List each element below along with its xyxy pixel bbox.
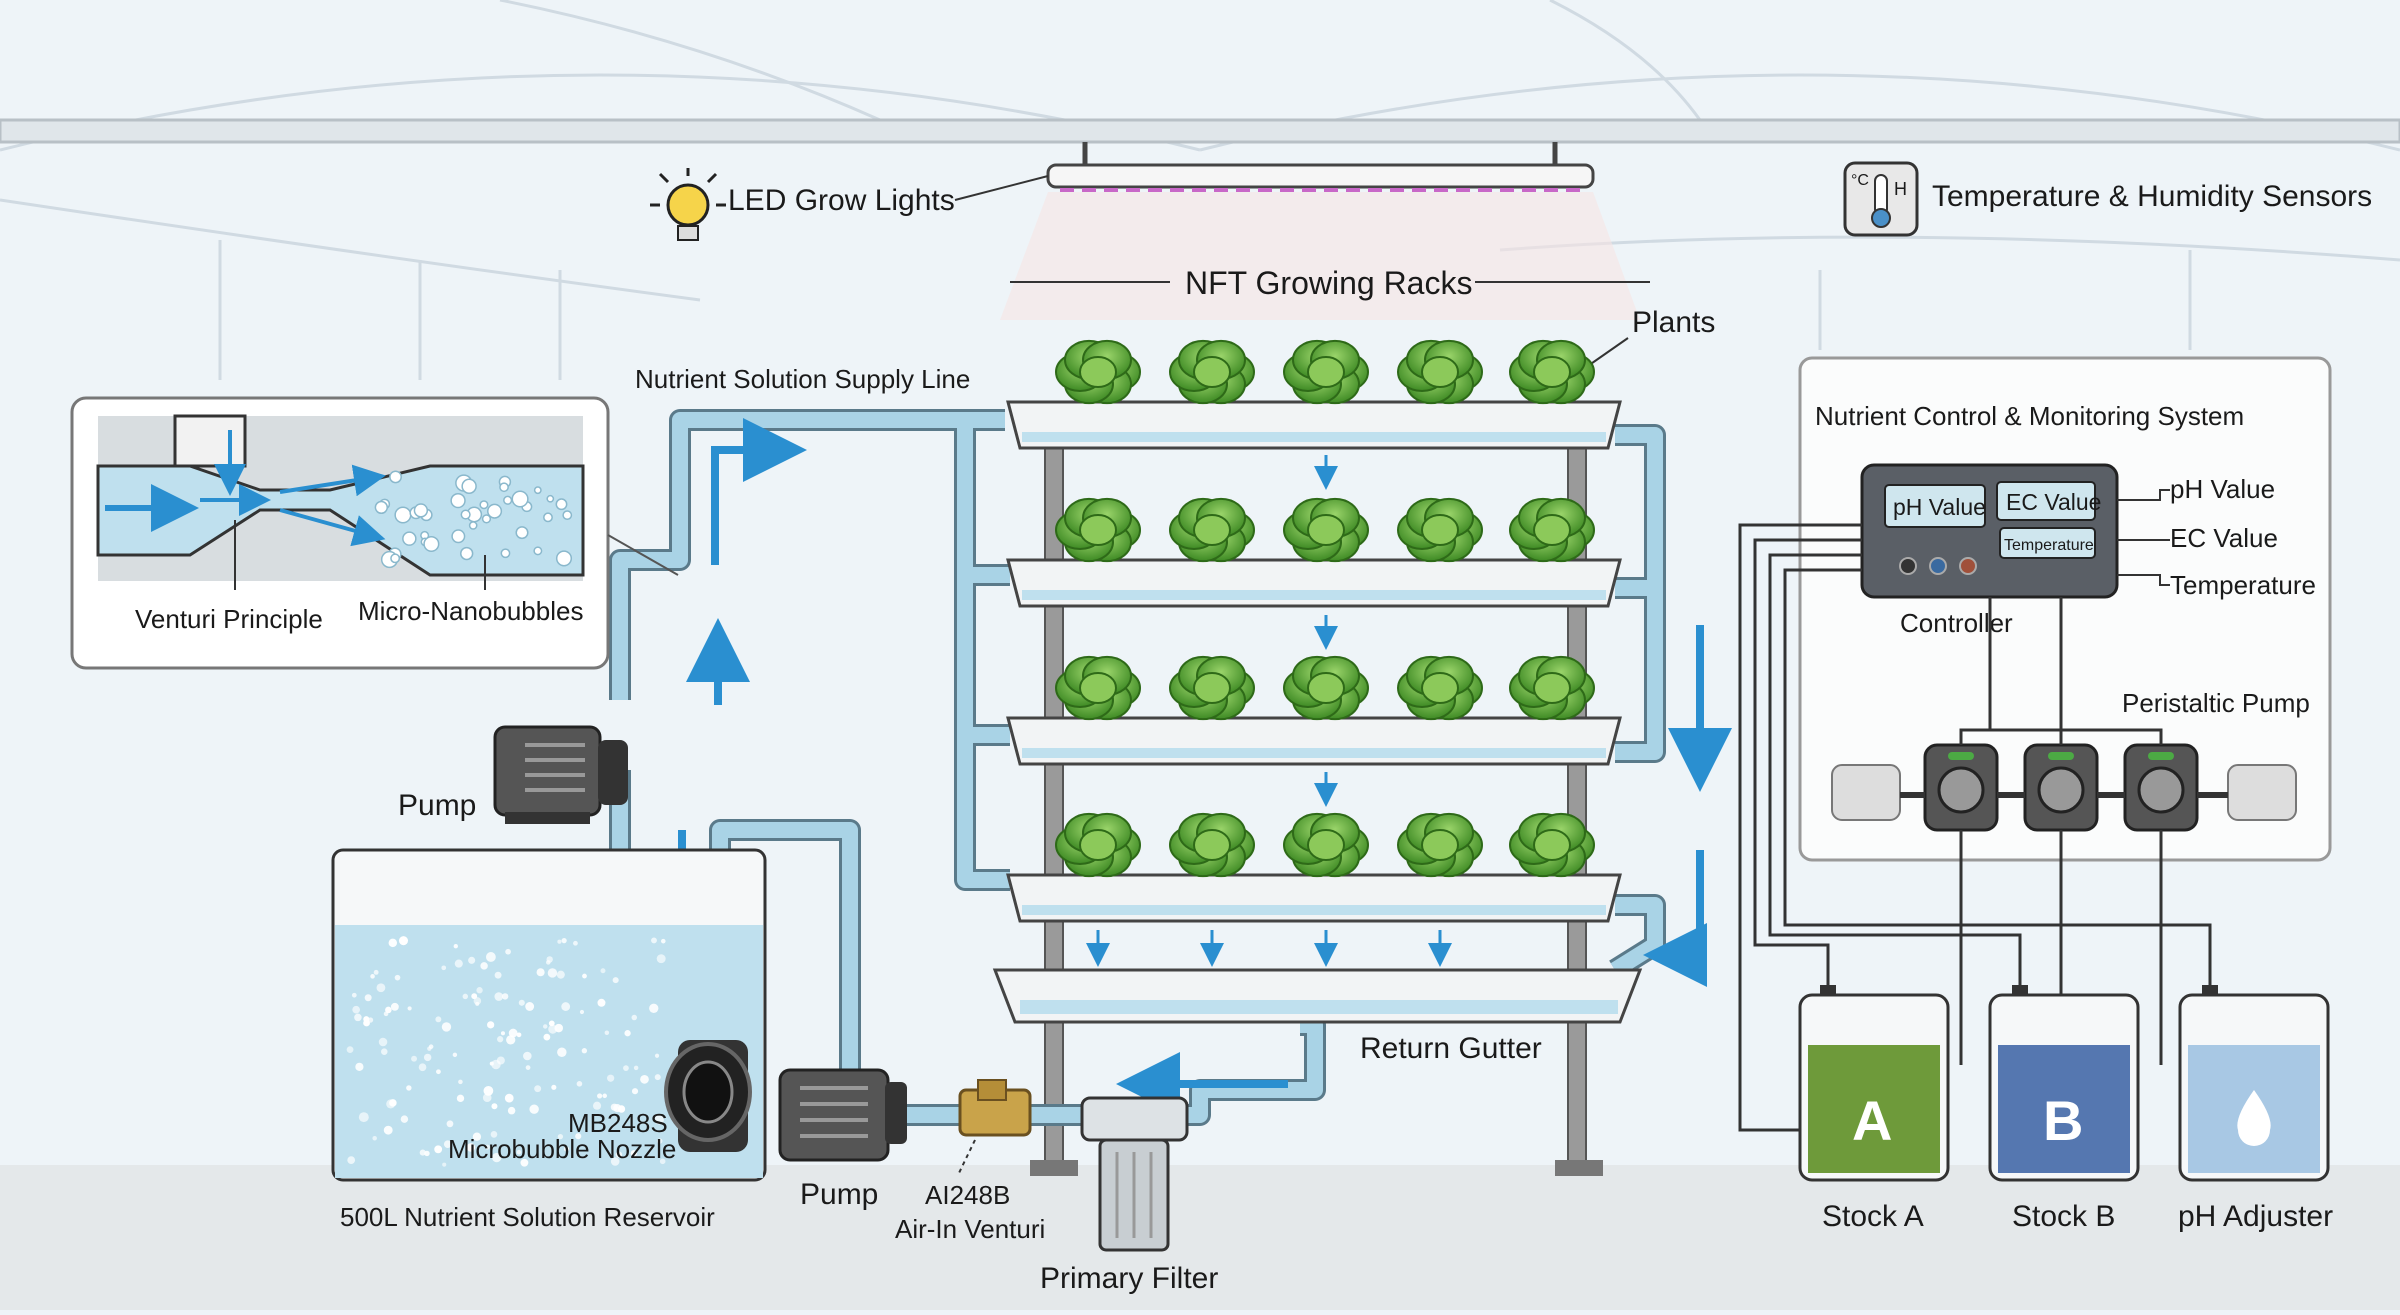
plant [1055,812,1141,878]
ph-adjuster-tank [2178,993,2330,1182]
stock-a-label: Stock A [1822,1200,1924,1233]
plant [1283,655,1369,721]
plant [1509,497,1595,563]
plant [1283,812,1369,878]
plant [1397,812,1483,878]
stock-b-label: Stock B [2012,1200,2115,1233]
peristaltic-pumps [1831,743,2297,832]
ph-display: pH Value [1893,494,1986,520]
ph-adjuster-label: pH Adjuster [2178,1200,2333,1233]
primary-filter [1080,1096,1189,1252]
microbubble-nozzle [664,1040,752,1152]
thermometer-icon: °C H [1843,161,1919,237]
micro-nanobubbles-label: Micro-Nanobubbles [358,596,583,626]
roof-beam [0,118,2400,144]
temperature-label: Temperature [2170,570,2316,600]
plant [1169,339,1255,405]
nozzle-name-label: Microbubble Nozzle [448,1134,676,1164]
stock-tank-b: B [1988,993,2140,1182]
peristaltic-pump-label: Peristaltic Pump [2122,688,2310,718]
led-grow-light-fixture [1000,142,1640,320]
venturi-principle-label: Venturi Principle [135,604,323,634]
plant [1509,655,1595,721]
air-in-venturi [957,1079,1032,1176]
floor [0,1165,2400,1310]
plant [1169,497,1255,563]
bulb-icon [650,168,726,241]
greenhouse-frame [0,0,2400,380]
water-drop-icon [2237,1090,2271,1146]
return-gutter-label: Return Gutter [1360,1032,1542,1065]
temp-display: Temperature [2004,537,2094,554]
svg-text:H: H [1894,179,1907,199]
tank-a-letter: A [1852,1089,1892,1152]
pump-left [493,725,628,824]
plant [1055,655,1141,721]
led-grow-lights-label: LED Grow Lights [728,184,955,217]
return-gutter [992,968,1643,1024]
plant [1509,339,1595,405]
ec-display: EC Value [2006,489,2101,515]
venturi-inset [70,396,610,670]
plant [1283,339,1369,405]
pump-bottom-label: Pump [800,1178,878,1211]
led-leader-line [954,175,1049,201]
nozzle-model-label: MB248S [568,1108,668,1138]
controller-device: pH Value EC Value Temperature [1860,463,2119,599]
nft-racks-title: NFT Growing Racks [1185,265,1472,301]
svg-text:°C: °C [1851,172,1869,189]
ec-value-label: EC Value [2170,523,2278,553]
plant [1055,497,1141,563]
controller-label: Controller [1900,608,2013,638]
stock-tank-a: A [1798,993,1950,1182]
plant [1397,655,1483,721]
venturi-model-label: AI248B [925,1180,1010,1210]
nft-channels [1006,400,1622,923]
temp-humidity-label: Temperature & Humidity Sensors [1932,180,2372,213]
plant [1055,339,1141,405]
tank-b-letter: B [2043,1089,2083,1152]
control-system-title: Nutrient Control & Monitoring System [1815,401,2244,431]
pump-bottom [778,1068,907,1162]
reservoir-label: 500L Nutrient Solution Reservoir [340,1202,715,1232]
controller-leaders [2117,489,2170,586]
primary-filter-label: Primary Filter [1040,1262,1218,1295]
plant [1509,812,1595,878]
plants [1055,339,1595,878]
pump-left-label: Pump [398,789,476,822]
drip-arrows [1086,455,1452,967]
plant [1169,655,1255,721]
control-wiring [1738,523,2212,1132]
plant [1397,497,1483,563]
venturi-name-label: Air-In Venturi [895,1214,1045,1244]
ph-value-label: pH Value [2170,474,2275,504]
plant [1283,497,1369,563]
plant [1397,339,1483,405]
plants-label: Plants [1632,306,1715,339]
plant [1169,812,1255,878]
supply-line-label: Nutrient Solution Supply Line [635,364,970,394]
